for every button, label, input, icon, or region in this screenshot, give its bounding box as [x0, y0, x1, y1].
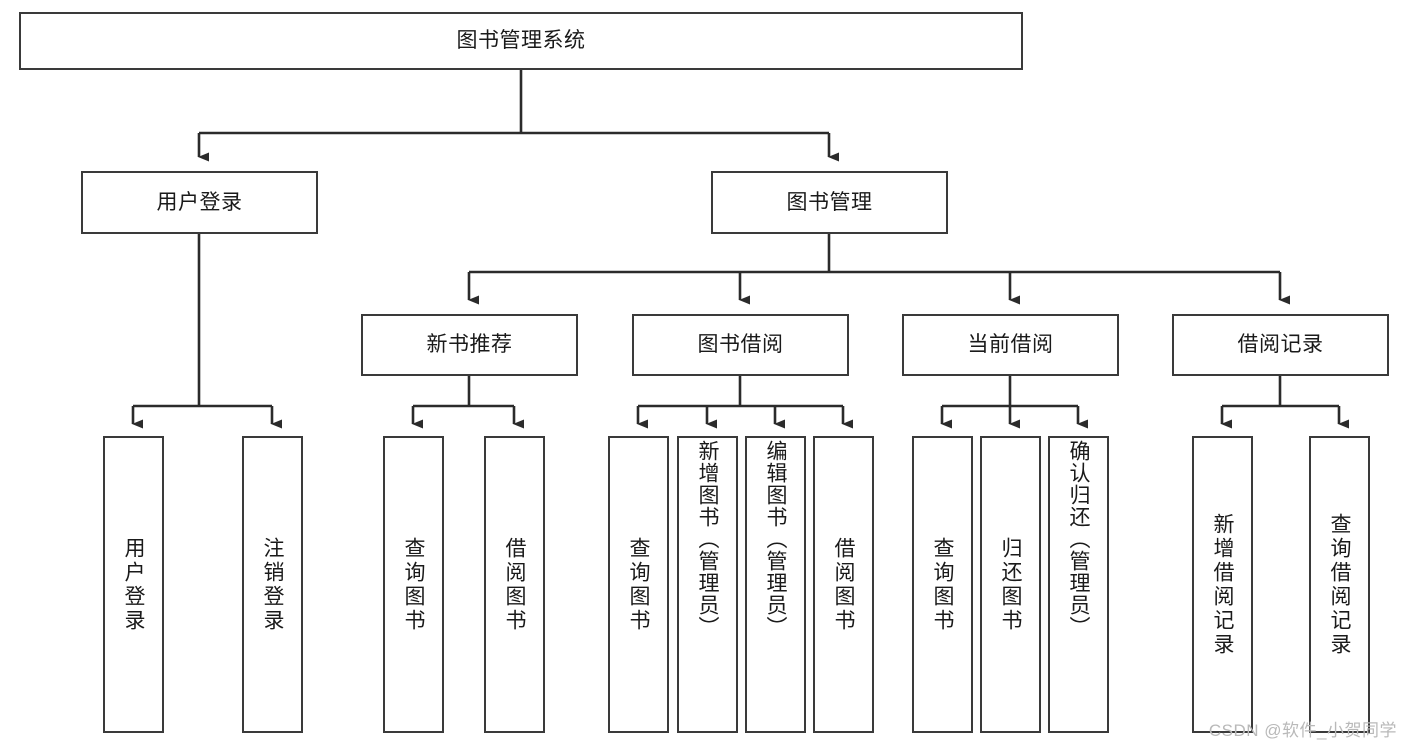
node-leaf-user-login[interactable]: 用户登录 — [103, 436, 164, 733]
node-user-login[interactable]: 用户登录 — [81, 171, 318, 234]
node-label: 注销登录 — [261, 536, 284, 633]
node-new-book-recommend[interactable]: 新书推荐 — [361, 314, 578, 376]
node-label: 借阅图书 — [832, 536, 855, 633]
node-label: 编辑图书（管理员） — [764, 440, 787, 638]
node-label: 图书借阅 — [697, 333, 784, 357]
node-leaf-query-book-1[interactable]: 查询图书 — [383, 436, 444, 733]
node-root-book-management-system[interactable]: 图书管理系统 — [19, 12, 1023, 70]
node-label: 查询图书 — [931, 536, 954, 633]
node-label: 新增借阅记录 — [1211, 512, 1234, 657]
node-current-borrow[interactable]: 当前借阅 — [902, 314, 1119, 376]
node-label: 查询图书 — [627, 536, 650, 633]
node-leaf-add-record[interactable]: 新增借阅记录 — [1192, 436, 1253, 733]
node-leaf-borrow-book-1[interactable]: 借阅图书 — [484, 436, 545, 733]
node-label: 新书推荐 — [426, 333, 513, 357]
node-label: 查询借阅记录 — [1328, 512, 1351, 657]
node-label: 用户登录 — [156, 190, 243, 214]
node-label: 确认归还（管理员） — [1067, 440, 1090, 638]
node-leaf-borrow-book-2[interactable]: 借阅图书 — [813, 436, 874, 733]
node-book-management[interactable]: 图书管理 — [711, 171, 948, 234]
node-label: 借阅记录 — [1237, 333, 1324, 357]
node-label: 当前借阅 — [967, 333, 1054, 357]
node-leaf-query-record[interactable]: 查询借阅记录 — [1309, 436, 1370, 733]
node-borrow-record[interactable]: 借阅记录 — [1172, 314, 1389, 376]
node-leaf-add-book[interactable]: 新增图书（管理员） — [677, 436, 738, 733]
node-leaf-query-book-2[interactable]: 查询图书 — [608, 436, 669, 733]
node-label: 用户登录 — [122, 536, 145, 633]
node-label: 图书管理系统 — [456, 29, 586, 53]
node-label: 新增图书（管理员） — [696, 440, 719, 638]
node-label: 查询图书 — [402, 536, 425, 633]
node-leaf-query-book-3[interactable]: 查询图书 — [912, 436, 973, 733]
node-leaf-confirm-return[interactable]: 确认归还（管理员） — [1048, 436, 1109, 733]
watermark-text: CSDN @软件_小贺同学 — [1208, 721, 1397, 740]
node-label: 图书管理 — [786, 190, 873, 214]
node-label: 归还图书 — [999, 536, 1022, 633]
node-leaf-edit-book[interactable]: 编辑图书（管理员） — [745, 436, 806, 733]
node-leaf-user-logout[interactable]: 注销登录 — [242, 436, 303, 733]
node-label: 借阅图书 — [503, 536, 526, 633]
node-leaf-return-book[interactable]: 归还图书 — [980, 436, 1041, 733]
node-book-borrow[interactable]: 图书借阅 — [632, 314, 849, 376]
